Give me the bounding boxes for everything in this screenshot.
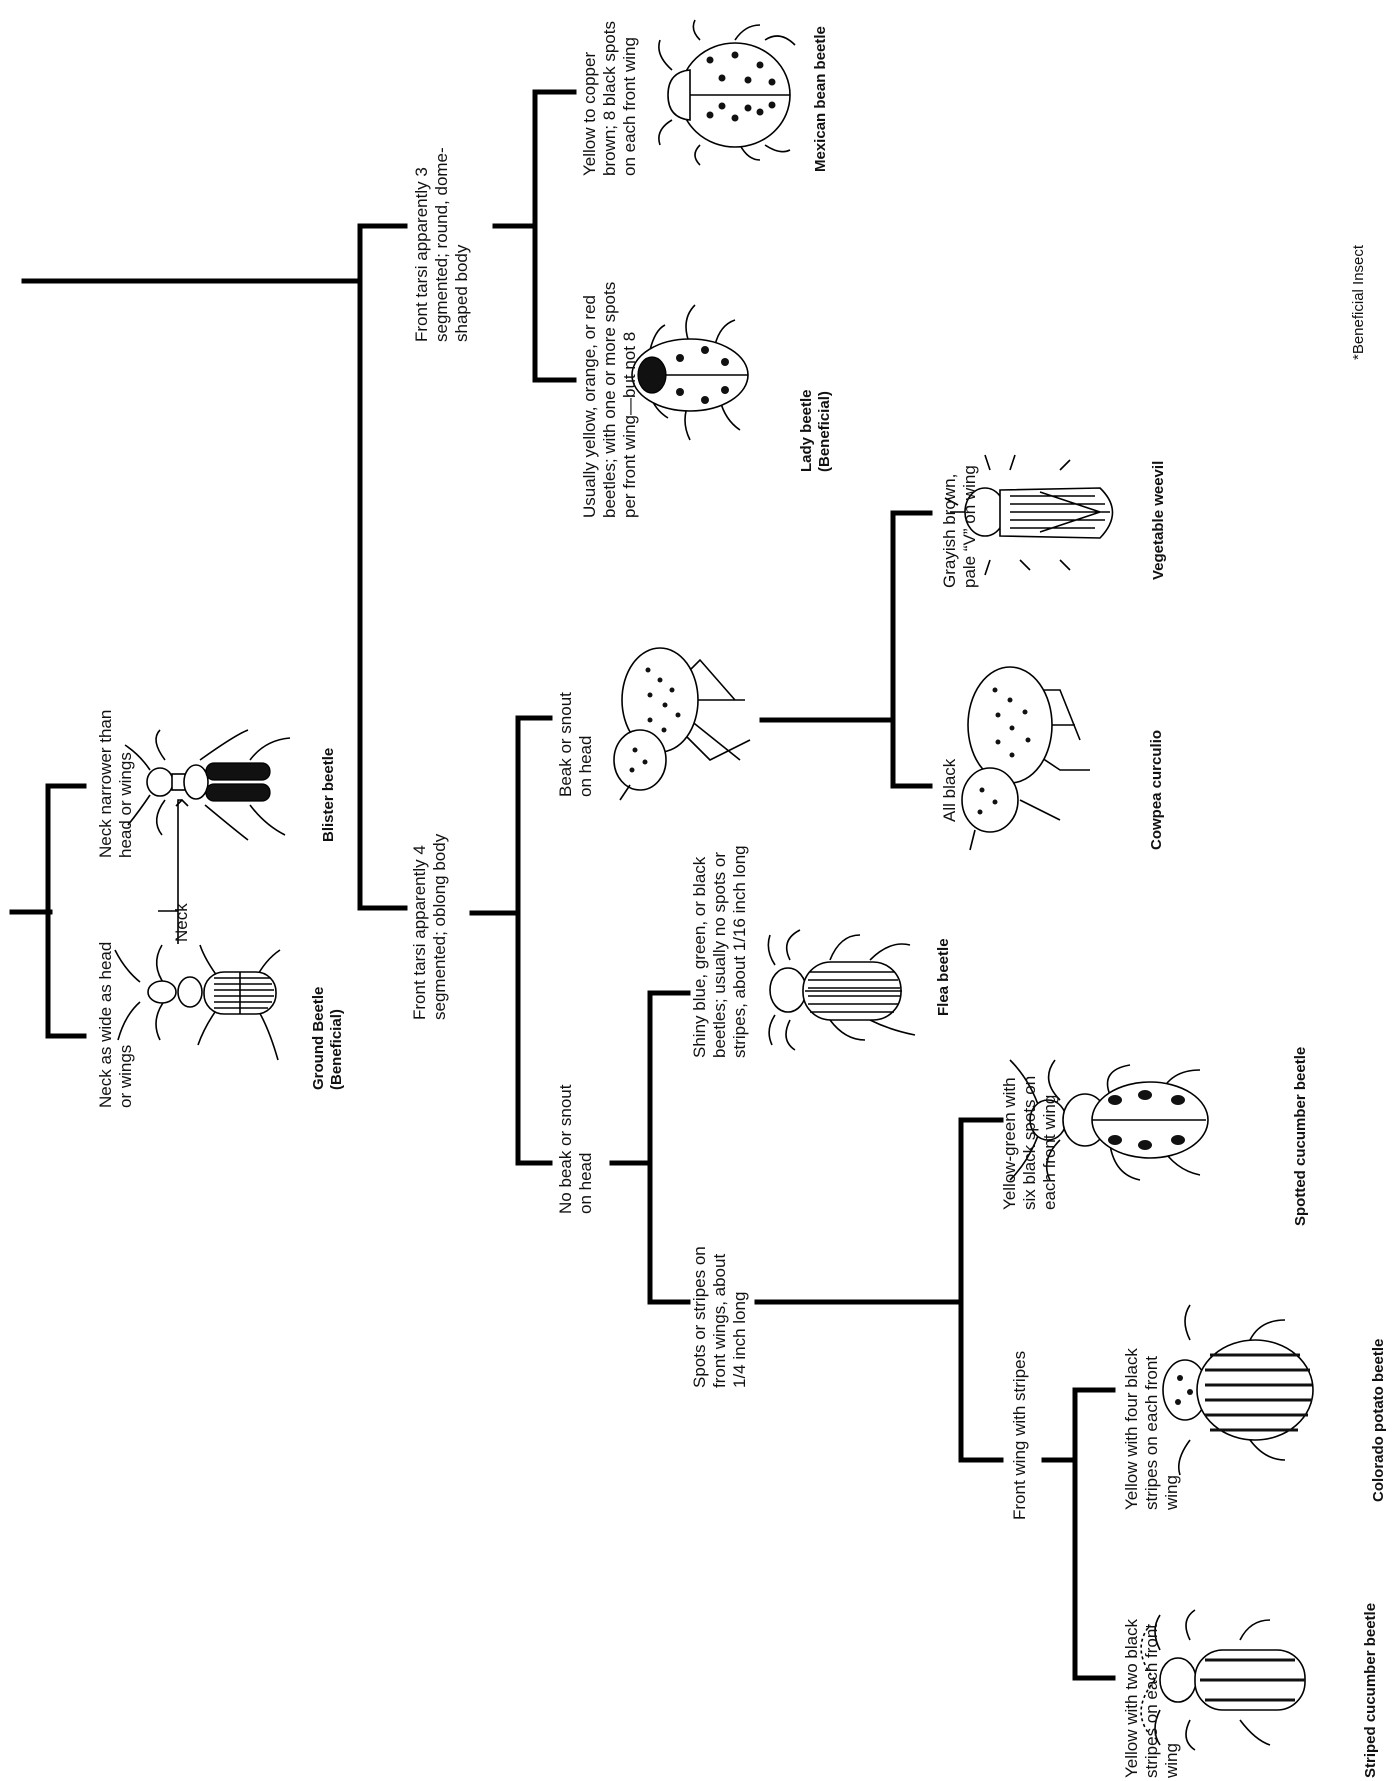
weevil-illustration	[613, 647, 751, 801]
node-usually-yellow: Usually yellow, orange, or red beetles; …	[580, 281, 639, 518]
label-cowpea-curculio: Cowpea curculio	[1148, 729, 1165, 850]
node-yellow-green: Yellow-green with six black spots on eac…	[1000, 1075, 1059, 1210]
colorado-potato-beetle-illustration	[1162, 1304, 1314, 1476]
label-striped-cucumber-beetle: Striped cucumber beetle	[1362, 1602, 1379, 1778]
node-neck-narrow: Neck narrower than head or wings	[96, 709, 135, 858]
label-spotted-cucumber-beetle: Spotted cucumber beetle	[1292, 1046, 1309, 1226]
label-mexican-bean-beetle: Mexican bean beetle	[812, 26, 829, 172]
label-flea-beetle: Flea beetle	[935, 938, 952, 1016]
label-vegetable-weevil: Vegetable weevil	[1150, 460, 1167, 580]
node-tarsi-4: Front tarsi apparently 4 segmented; oblo…	[410, 833, 449, 1020]
neck-pointer-label: Neck	[172, 903, 191, 942]
node-tarsi-3: Front tarsi apparently 3 segmented; roun…	[412, 147, 471, 342]
node-front-wing-stripes: Front wing with stripes	[1010, 1350, 1029, 1520]
vegetable-weevil-illustration	[944, 454, 1114, 576]
node-all-black: All black	[940, 758, 959, 822]
label-ground-beetle: Ground Beetle (Beneficial)	[310, 986, 345, 1090]
lady-beetle-illustration	[631, 304, 749, 441]
label-colorado-potato-beetle: Colorado potato beetle	[1370, 1338, 1387, 1502]
striped-cucumber-beetle-illustration	[1140, 1609, 1306, 1751]
node-no-beak: No beak or snout on head	[556, 1084, 595, 1214]
node-beak: Beak or snout on head	[556, 692, 595, 797]
node-four-stripes: Yellow with four black stripes on each f…	[1122, 1348, 1181, 1510]
label-blister-beetle: Blister beetle	[320, 747, 337, 842]
spotted-cucumber-beetle-illustration	[1009, 1059, 1209, 1181]
flea-beetle-illustration	[767, 929, 916, 1051]
ground-beetle-illustration	[114, 944, 281, 1061]
mexican-bean-beetle-illustration	[658, 19, 796, 166]
cowpea-curculio-illustration	[961, 666, 1090, 851]
footnote-beneficial: *Beneficial Insect	[1350, 244, 1367, 360]
label-lady-beetle: Lady beetle (Beneficial)	[798, 389, 833, 472]
node-shiny: Shiny blue, green, or black beetles; usu…	[690, 845, 749, 1058]
node-two-stripes: Yellow with two black stripes on each fr…	[1122, 1618, 1181, 1778]
node-neck-wide: Neck as wide as head or wings	[96, 941, 135, 1108]
node-spots-stripes: Spots or stripes on front wings, about 1…	[690, 1246, 749, 1388]
node-grayish: Grayish brown, pale “V” on wing	[940, 465, 979, 588]
node-yellow-copper: Yellow to copper brown; 8 black spots on…	[580, 21, 639, 176]
blister-beetle-illustration	[124, 729, 291, 841]
key-connectors	[9, 89, 1116, 1681]
